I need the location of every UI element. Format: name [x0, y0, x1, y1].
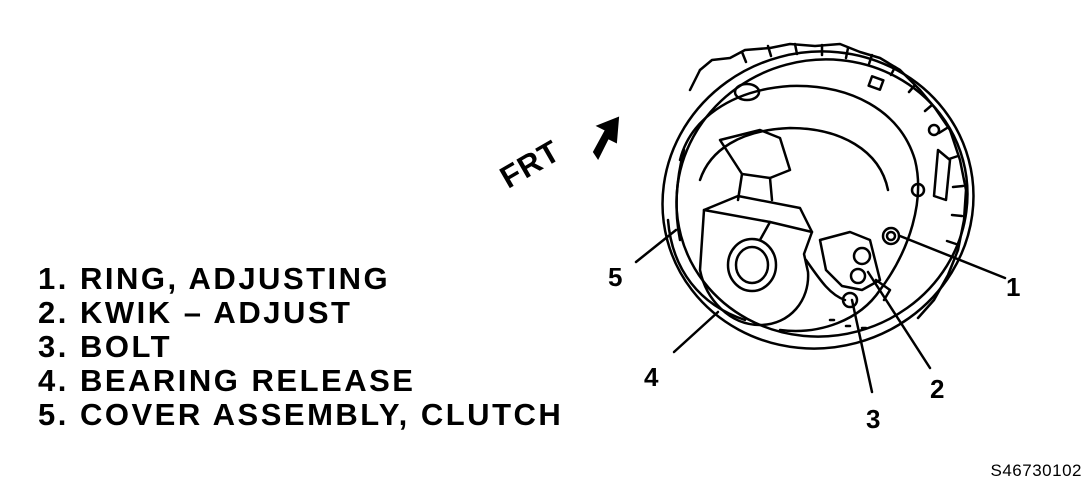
legend-item: 3. BOLT: [38, 329, 173, 364]
leader-lines: [634, 228, 1007, 394]
callout-5: 5: [608, 262, 623, 292]
bearing-release: [698, 194, 847, 327]
callout-1: 1: [1006, 272, 1021, 302]
callout-3: 3: [866, 404, 881, 434]
figure-id: S46730102: [990, 461, 1082, 480]
legend-item: 1. RING, ADJUSTING: [38, 261, 391, 296]
callout-4: 4: [644, 362, 659, 392]
parts-legend: 1. RING, ADJUSTING 2. KWIK – ADJUST 3. B…: [38, 262, 563, 432]
cover-inner-body: [666, 74, 952, 333]
front-direction-arrow-icon: [592, 116, 620, 160]
legend-item: 2. KWIK – ADJUST: [38, 295, 353, 330]
callout-2: 2: [930, 374, 945, 404]
legend-item: 4. BEARING RELEASE: [38, 363, 416, 398]
kwik-adjust-hardware: [818, 226, 901, 330]
legend-item: 5. COVER ASSEMBLY, CLUTCH: [38, 397, 564, 432]
